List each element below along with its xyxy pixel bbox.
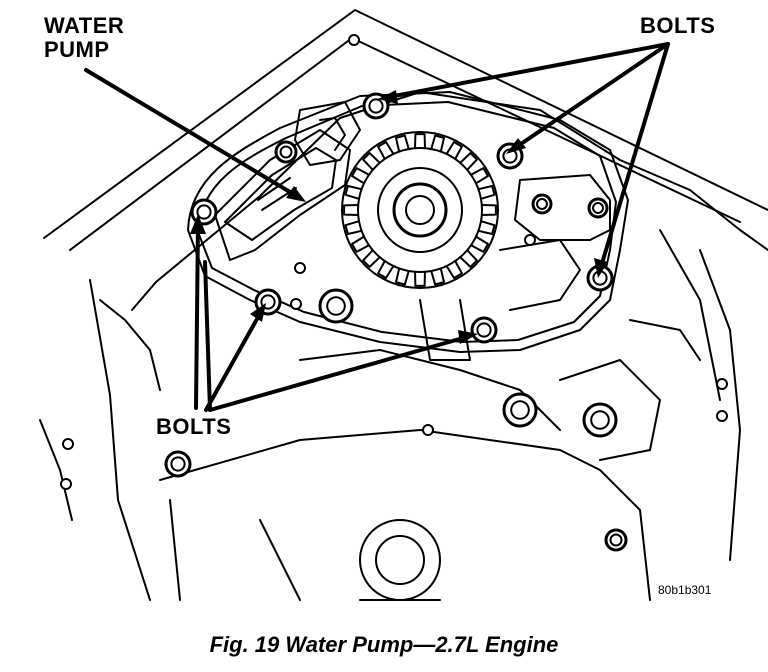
sprocket-tooth [414,133,426,150]
sprocket-tooth [377,260,395,279]
sprocket-tooth [430,267,445,286]
sprocket-tooth [377,141,395,160]
bolt-head [582,402,618,438]
bolt-head [586,264,614,292]
sprocket-tooth [351,235,370,253]
arrow-bolt-bottom-1 [194,220,200,410]
engine-block-outline [39,9,768,601]
bolts-label-top: BOLTS [640,13,716,38]
water-pump-label: WATER PUMP [44,13,125,62]
bolt-head [318,288,354,324]
sprocket-tooth [459,152,478,171]
sprocket-tooth [477,220,496,235]
sprocket-tooth [445,141,463,160]
bolt-head [62,438,74,450]
bolt-head [60,478,72,490]
arrow-bolt-top-1 [382,42,670,100]
bolt-head [470,316,498,344]
sprocket-tooth [362,152,381,171]
bolt-head [502,392,538,428]
arrow-bolt-bottom-4 [208,334,472,412]
arrowhead-water-pump [286,186,306,202]
bolt-head [294,262,306,274]
bolt-head [524,234,536,246]
arrow-water-pump [84,68,302,200]
bolt-head [422,424,434,436]
sprocket-tooth [470,235,489,253]
figure-caption: Fig. 19 Water Pump—2.7L Engine [209,632,559,657]
sprocket-tooth [343,204,360,216]
sprocket-tooth [414,270,426,287]
sprocket-tooth [344,220,363,235]
bolt-head [164,450,192,478]
bolts-label-bottom: BOLTS [156,414,232,439]
arrow-bolt-top-2 [510,42,670,152]
bolt-head [290,298,302,310]
sprocket-tooth [480,204,497,216]
bolt-head [531,193,553,215]
sprocket-tooth [351,167,370,185]
arrow-bolt-bottom-2 [203,260,212,412]
bolt-head [274,140,298,164]
sprocket-tooth [430,134,445,153]
bolt-head [716,378,728,390]
sprocket-tooth [395,267,410,286]
sprocket-tooth [445,260,463,279]
bolt-heads [60,34,728,552]
sprocket-tooth [362,249,381,268]
sprocket-tooth [395,134,410,153]
arrow-bolt-bottom-3 [204,308,264,412]
sprocket-tooth [477,185,496,200]
water-pump-sprocket [341,131,499,289]
bolt-head [716,410,728,422]
arrow-bolt-top-3 [598,42,670,272]
bolt-head [348,34,360,46]
callout-arrows [84,42,670,412]
lower-housing [159,299,701,601]
bolt-head [604,528,628,552]
sprocket-tooth [344,185,363,200]
figure-code: 80b1b301 [658,583,712,597]
sprocket-tooth [470,167,489,185]
sprocket-tooth [459,249,478,268]
bolt-head [587,197,609,219]
